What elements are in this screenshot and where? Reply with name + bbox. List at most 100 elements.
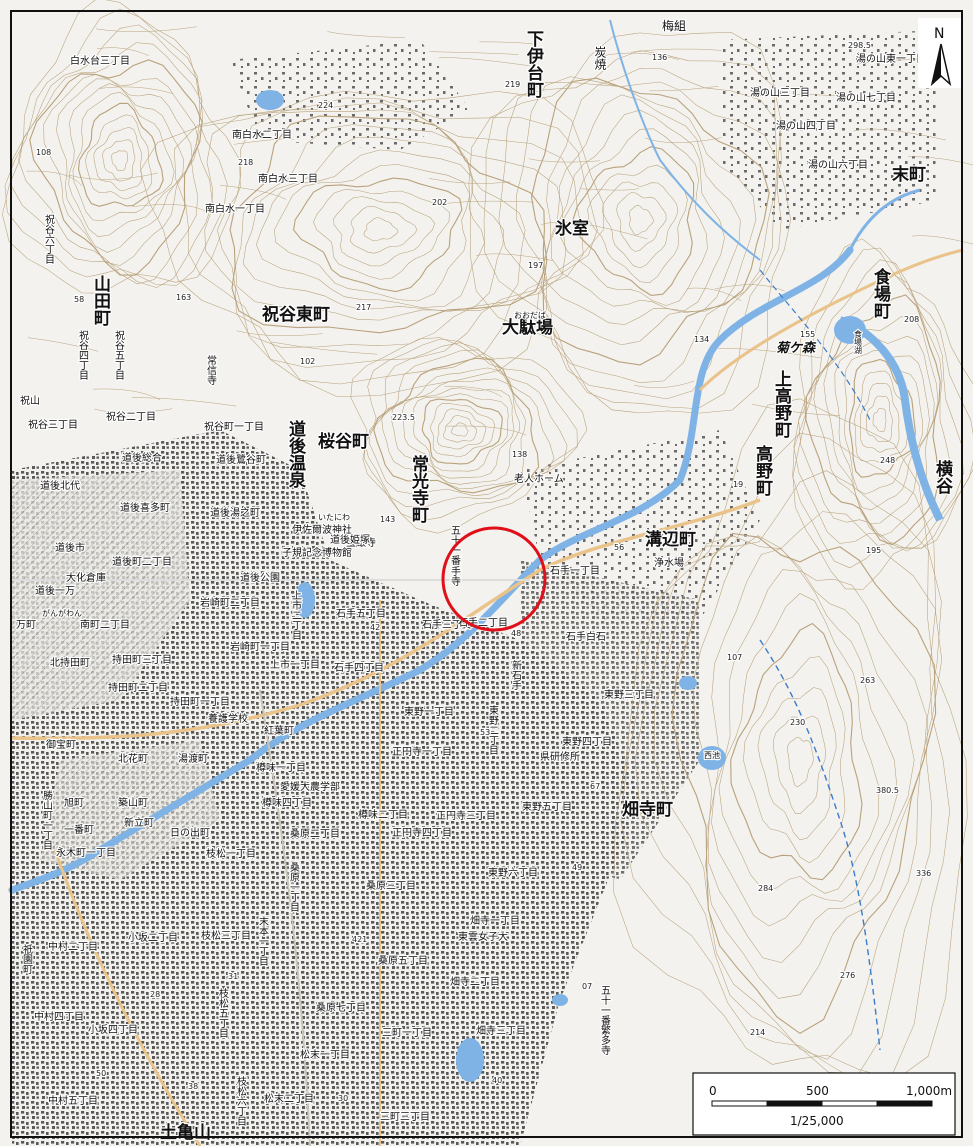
label-kitamochida: 北持田町 <box>50 656 90 669</box>
elevation-points: 224 218 219 202 197 163 217 102 223.5 13… <box>35 40 933 1104</box>
label-nakamura-5: 中村五丁目 <box>48 1094 98 1107</box>
contour-line <box>805 294 941 546</box>
elev-30: 30 <box>338 1094 348 1103</box>
contour-line <box>4 8 228 286</box>
label-kanagawa: がんがわん <box>42 608 82 618</box>
contour-line <box>220 185 287 200</box>
contour-line <box>102 139 136 182</box>
contour-line <box>111 150 129 172</box>
label-kami-ichi-2: 上市二丁目 <box>290 590 302 640</box>
label-shijugo: 五十一番繁多寺 <box>599 985 611 1055</box>
elev-56: 56 <box>614 543 624 552</box>
contour-line <box>444 386 502 398</box>
contour-line <box>350 337 588 534</box>
elev-284: 284 <box>758 884 773 893</box>
label-mochida-3: 持田町三丁目 <box>112 653 172 666</box>
elev-380: 380.5 <box>876 786 899 795</box>
label-shimo-idai: 下伊台町 <box>523 30 545 99</box>
label-minami-shirasui-2: 南白水二丁目 <box>232 128 292 141</box>
label-ishite-1: 石手一丁目 <box>550 564 600 577</box>
label-matsusue-1: 松末一丁目 <box>300 1048 350 1061</box>
label-shintate: 新立町 <box>124 816 154 829</box>
elev-58: 58 <box>74 295 84 304</box>
contour-line <box>686 287 742 302</box>
contour-line <box>131 397 237 407</box>
label-mochida-1: 持田町一丁目 <box>170 695 230 708</box>
elev-143: 143 <box>380 515 395 524</box>
contour-line <box>849 358 916 478</box>
label-kosaka-2: 小坂二丁目 <box>128 932 178 944</box>
highlight-circle[interactable] <box>441 526 547 632</box>
contour-line <box>10 24 213 288</box>
scale-tick-0: 0 <box>709 1084 717 1098</box>
label-jokoji-cho: 常光寺町 <box>408 454 430 524</box>
contour-line <box>56 78 193 253</box>
contour-line <box>479 41 534 45</box>
contour-line <box>580 187 640 191</box>
contour-line <box>671 532 937 1035</box>
label-josuijo: 浄水場 <box>654 556 684 569</box>
label-edamatsu-6: 枝松六丁目 <box>235 1075 247 1126</box>
contour-line <box>616 192 667 252</box>
label-kuwabara-7: 桑原七丁目 <box>316 1002 366 1014</box>
elev-48: 48 <box>511 629 521 638</box>
label-shirasuidai-3: 白水台三丁目 <box>70 54 130 67</box>
contour-line <box>430 402 495 457</box>
label-higashino-1: 東野一丁目 <box>404 705 454 718</box>
contour-line <box>401 387 515 479</box>
elev-202: 202 <box>432 198 447 207</box>
contour-line <box>413 393 509 472</box>
label-oshiro-machi: 御宝町 <box>46 738 76 751</box>
label-suemoto: 末本一丁目 <box>257 915 269 966</box>
elev-208: 208 <box>904 315 919 324</box>
label-nagaki-1: 永木町一丁目 <box>56 846 116 859</box>
label-yunoyama-4: 湯の山四丁目 <box>776 119 836 132</box>
label-hojo-ji: 宝厳寺 <box>346 536 376 549</box>
place-labels: 山田町 祝谷東町 桜谷町 常光寺町 道後温泉 氷室 大駄場 下伊台町 末町 食場… <box>15 17 954 1144</box>
water-features <box>8 19 944 1082</box>
label-takano-cho: 高野町 <box>752 444 773 497</box>
label-sancho-3: 三町三丁目 <box>380 1112 430 1123</box>
contour-line <box>217 109 567 348</box>
elev-218: 218 <box>238 158 253 167</box>
label-tokai-joshi: 東雲女子大 <box>458 930 508 943</box>
contour-line <box>313 189 450 280</box>
label-dogo-cho-2: 道後町二丁目 <box>112 555 172 568</box>
contour-line <box>872 407 887 433</box>
label-ehime-daigaku: 愛媛大農学部 <box>280 780 340 793</box>
contour-line <box>99 86 174 94</box>
contour-line <box>438 57 530 67</box>
contour-line <box>772 715 826 815</box>
contour-line <box>429 51 519 55</box>
label-itadani: いたにわ <box>318 513 350 522</box>
label-jinmi-4: 樽味四丁目 <box>262 796 312 809</box>
elev-42: 42 <box>370 623 380 632</box>
contour-line <box>174 97 598 385</box>
label-tsuchigasan: 土亀山 <box>160 1122 211 1143</box>
elev-197: 197 <box>528 261 543 270</box>
label-koen-dogo: 道後姫塚 <box>330 533 370 546</box>
contour-line <box>72 91 175 222</box>
label-dogo-yuzuki: 道後湯之町 <box>210 506 260 519</box>
contour-line <box>560 128 708 306</box>
label-iwaitani-1: 祝谷町一丁目 <box>204 420 264 433</box>
elev-28: 28 <box>150 990 160 999</box>
contour-line <box>634 380 695 388</box>
contour-line <box>631 48 722 53</box>
label-hatadera-2: 畑寺二丁目 <box>450 975 500 988</box>
label-dogo-onsen: 道後温泉 <box>285 419 307 489</box>
elev-107: 107 <box>727 653 742 662</box>
contour-line <box>602 181 679 269</box>
label-dogo-koen: 道後公園 <box>240 571 280 584</box>
contour-line <box>451 422 469 437</box>
scale-bar: 0 500 1,000m 1/25,000 <box>692 1072 956 1136</box>
label-kuwabara-1: 桑原一丁目 <box>288 862 300 912</box>
contour-line <box>77 102 164 207</box>
contour-line <box>813 316 939 537</box>
label-iwasaki-1: 岩崎町一丁目 <box>230 640 290 653</box>
contour-line <box>26 170 83 187</box>
label-higashino-4: 東野四丁目 <box>562 735 612 748</box>
label-kuwabara-5: 桑原五丁目 <box>378 955 428 967</box>
